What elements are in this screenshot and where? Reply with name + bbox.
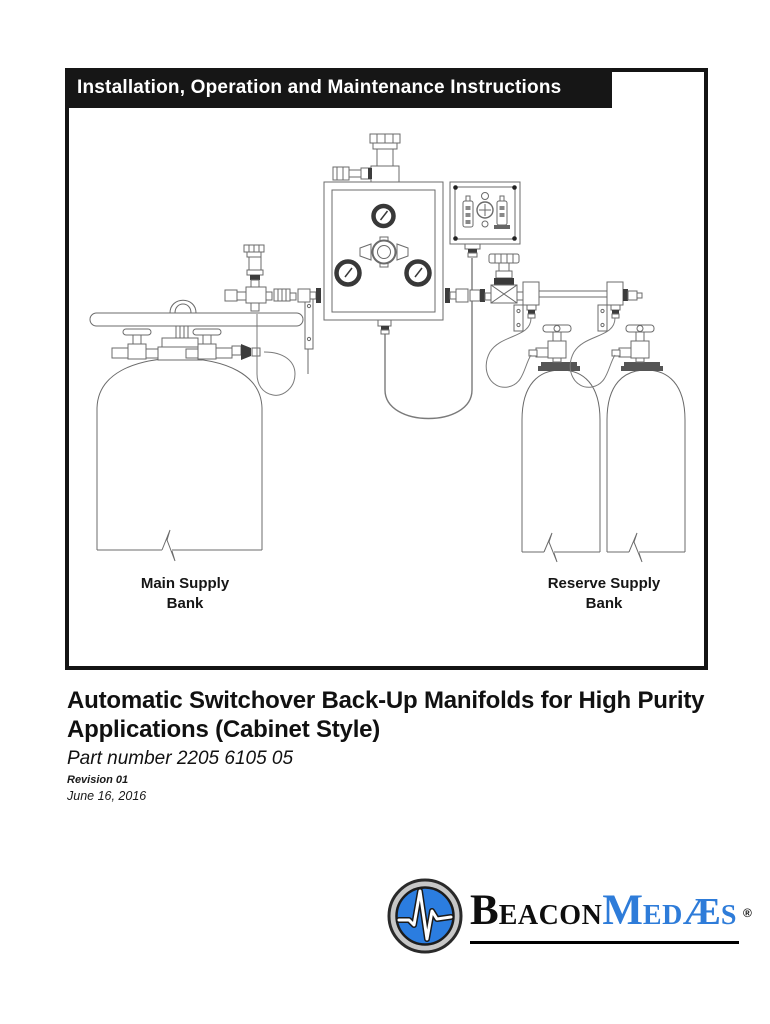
alarm-cylinder-icon-right	[494, 195, 510, 229]
document-title-block: Automatic Switchover Back-Up Manifolds f…	[67, 686, 727, 804]
reserve-cylinder-1	[521, 362, 601, 563]
banner-title: Installation, Operation and Maintenance …	[65, 68, 612, 108]
alarm-cylinder-icon-left	[462, 195, 474, 228]
wordmark-medaes-end: S	[720, 900, 737, 931]
outlet-loop-hose	[384, 258, 473, 420]
reserve-supply-bank-label: Reserve Supply Bank	[547, 575, 661, 612]
main-supply-bank-label: Main Supply Bank	[140, 575, 230, 612]
document-date: June 16, 2016	[67, 789, 147, 803]
cylinder-valve-1	[528, 324, 572, 363]
relief-valve-left	[243, 244, 265, 288]
tank-pigtail-fitting	[231, 344, 261, 360]
tank-pigtail-hose	[256, 314, 296, 396]
wordmark-medaes-mid: ED	[642, 900, 683, 931]
wordmark-beacon-rest: EACON	[498, 900, 603, 931]
tank-valve-left	[111, 328, 159, 360]
control-cabinet	[297, 133, 469, 335]
cabinet-gauge-top	[371, 203, 396, 229]
cabinet-top-relief	[332, 133, 401, 183]
revision: Revision 01	[67, 774, 129, 786]
tank-valve-right	[185, 328, 233, 360]
changeover-valve-handle	[359, 236, 409, 268]
cylinder-pigtail-1	[485, 317, 532, 388]
registered-trademark-symbol: ®	[743, 906, 752, 920]
cylinder-valve-2	[611, 324, 655, 363]
document-title: Automatic Switchover Back-Up Manifolds f…	[67, 687, 705, 743]
reserve-cylinder-2	[606, 362, 686, 563]
beaconmedaes-logo: BEACONMEDÆS ®	[386, 874, 752, 958]
cylinder-pigtail-2	[569, 317, 616, 388]
manifold-diagram	[89, 133, 686, 563]
heartbeat-circle-icon	[387, 878, 463, 954]
alarm-box	[449, 181, 521, 258]
tank-break-mark	[161, 529, 176, 562]
cabinet-gauge-left	[334, 259, 362, 287]
wordmark-beacon-initial: B	[470, 887, 499, 934]
cabinet-gauge-right	[404, 259, 432, 287]
wordmark-ae-ligature: Æ	[682, 891, 721, 933]
reserve-shutoff-valve	[488, 253, 520, 304]
left-inlet-piping	[224, 244, 297, 312]
reserve-header-piping	[469, 253, 643, 332]
instruction-cover-frame: Installation, Operation and Maintenance …	[65, 68, 708, 670]
wordmark: BEACONMEDÆS ®	[470, 882, 752, 944]
wordmark-medaes-initial: M	[602, 887, 643, 934]
main-tank	[89, 296, 314, 562]
part-number: Part number 2205 6105 05	[67, 748, 294, 769]
alarm-gauge-icon	[476, 192, 494, 228]
